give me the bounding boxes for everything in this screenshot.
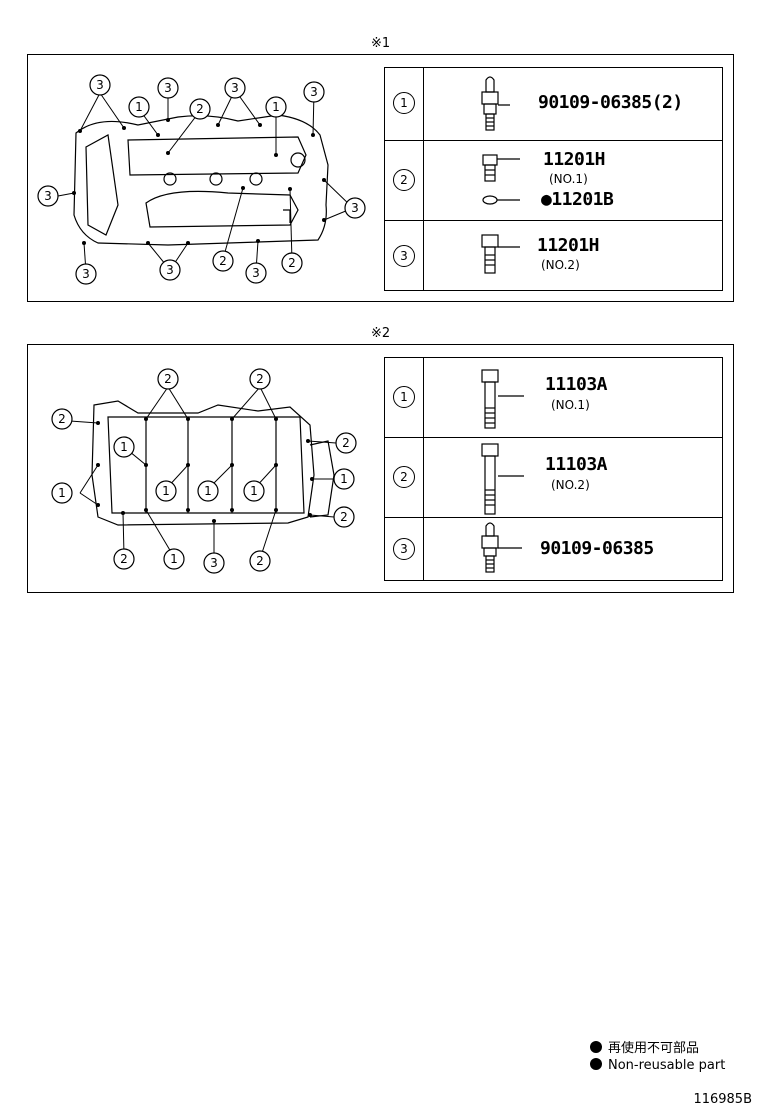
table-row: 1 90109-06385(2) — [385, 68, 722, 140]
row-index: 2 — [393, 466, 415, 488]
bolt-icon — [481, 234, 520, 274]
callout-label: 2 — [340, 510, 348, 524]
table-row: 1 11103A (NO.1) — [385, 358, 722, 437]
bolt-icon — [481, 369, 524, 429]
callout-label: 3 — [252, 266, 260, 280]
bolt-icon — [481, 443, 524, 515]
callout-label: 1 — [170, 552, 178, 566]
callout-label: 3 — [164, 81, 172, 95]
bolt-stud-icon — [481, 76, 510, 131]
callout-label: 1 — [250, 484, 258, 498]
part-number: 11103A — [545, 454, 608, 475]
callout-label: 1 — [162, 484, 170, 498]
callout-label: 3 — [44, 189, 52, 203]
part-number: 11201H — [543, 149, 606, 170]
callout-label: 3 — [231, 81, 239, 95]
table-row: 3 11201H (NO.2) — [385, 220, 722, 291]
callout-label: 2 — [120, 552, 128, 566]
camshaft-housing-diagram: 2 2 2 2 1 1 1 1 1 1 2 2 1 3 2 — [51, 368, 357, 574]
callout-label: 1 — [340, 472, 348, 486]
section1-parts-table: 1 90109-06385(2) 2 — [384, 67, 723, 291]
part-subtitle: (NO.2) — [541, 258, 580, 272]
figure-id: 116985B — [693, 1092, 752, 1107]
bolt-icon — [482, 154, 520, 205]
callout-label: 2 — [288, 256, 296, 270]
callout-label: 2 — [256, 554, 264, 568]
row-index: 3 — [393, 538, 415, 560]
part-number: 90109-06385(2) — [538, 92, 683, 113]
legend-item-en: Non-reusable part — [590, 1058, 725, 1073]
callout-label: 2 — [196, 102, 204, 116]
section2-mark: ※2 — [371, 326, 391, 341]
callout-label: 1 — [120, 440, 128, 454]
legend-item-jp: 再使用不可部品 — [590, 1037, 699, 1056]
part-number: 11103A — [545, 374, 608, 395]
nonreusable-dot-icon — [590, 1058, 602, 1070]
table-row: 3 90109-06385 — [385, 517, 722, 581]
callout-label: 3 — [351, 201, 359, 215]
table-row: 2 11103A (NO.2) — [385, 437, 722, 518]
callout-label: 3 — [166, 263, 174, 277]
part-subtitle: (NO.2) — [551, 478, 590, 492]
part-number: 90109-06385 — [540, 538, 654, 559]
bolt-stud-icon — [481, 522, 522, 573]
row-index: 2 — [393, 169, 415, 191]
part-number: 11201H — [537, 235, 600, 256]
callout-label: 3 — [82, 267, 90, 281]
callout-label: 1 — [204, 484, 212, 498]
callout-label: 1 — [135, 100, 143, 114]
row-index: 3 — [393, 245, 415, 267]
nonreusable-dot-icon — [590, 1041, 602, 1053]
table-row: 2 11201H (NO.1) ●11201B — [385, 140, 722, 221]
row-index: 1 — [393, 386, 415, 408]
callout-label: 2 — [342, 436, 350, 450]
callout-label: 2 — [256, 372, 264, 386]
part-subtitle: (NO.1) — [551, 398, 590, 412]
callout-label: 1 — [58, 486, 66, 500]
callout-label: 3 — [96, 78, 104, 92]
row-index: 1 — [393, 92, 415, 114]
section1-mark: ※1 — [371, 36, 391, 51]
callout-label: 2 — [58, 412, 66, 426]
section2-panel: 2 2 2 2 1 1 1 1 1 1 2 2 1 3 2 1 — [27, 344, 734, 593]
callout-label: 2 — [219, 254, 227, 268]
part-subtitle: (NO.1) — [549, 172, 588, 186]
callout-label: 3 — [310, 85, 318, 99]
valve-cover-diagram: 3 3 3 3 3 3 3 3 3 1 2 1 2 2 — [37, 74, 366, 285]
callout-label: 2 — [164, 372, 172, 386]
part-number-nonreusable: ●11201B — [541, 189, 614, 210]
section2-parts-table: 1 11103A (NO.1) 2 — [384, 357, 723, 581]
section1-panel: 3 3 3 3 3 3 3 3 3 1 2 1 2 2 1 — [27, 54, 734, 302]
callout-label: 3 — [210, 556, 218, 570]
callout-label: 1 — [272, 100, 280, 114]
